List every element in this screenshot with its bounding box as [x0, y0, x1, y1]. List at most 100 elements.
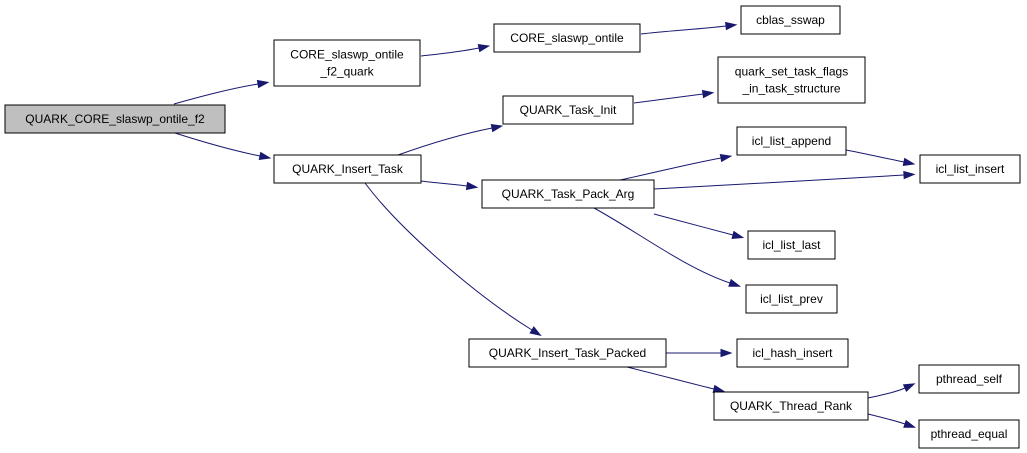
node-box [273, 39, 421, 87]
node-label: QUARK_Insert_Task [292, 162, 404, 176]
node-set-flags[interactable]: quark_set_task_flags _in_task_structure [717, 56, 866, 104]
edge-insert_task-to-pack_arg [420, 180, 479, 191]
edge-line [593, 207, 731, 284]
node-box [745, 284, 838, 314]
arrowhead-icon [903, 170, 916, 180]
arrowhead-icon [902, 383, 916, 393]
node-label: CORE_slaswp_ontile [510, 31, 624, 45]
node-list-prev[interactable]: icl_list_prev [745, 284, 838, 314]
node-box [919, 154, 1021, 184]
edge-thread_rank-to-pthread_equal [867, 413, 916, 428]
node-label: QUARK_Task_Init [520, 103, 617, 117]
node-box [273, 154, 422, 184]
node-label: _f2_quark [319, 65, 374, 79]
node-cblas[interactable]: cblas_sswap [740, 5, 841, 35]
node-insert-task[interactable]: QUARK_Insert_Task [273, 154, 422, 184]
node-box [918, 419, 1020, 449]
node-box [918, 364, 1020, 394]
node-hash-insert[interactable]: icl_hash_insert [736, 338, 849, 368]
edge-line [397, 127, 493, 156]
edge-thread_rank-to-pthread_self [867, 383, 916, 399]
node-core-ontile[interactable]: CORE_slaswp_ontile [493, 23, 641, 53]
edge-line [867, 413, 906, 425]
node-label: icl_list_append [752, 134, 831, 148]
edge-insert_task-to-insert_packed [364, 182, 542, 337]
node-list-append[interactable]: icl_list_append [736, 126, 847, 156]
edge-core_ontile-to-cblas [640, 21, 738, 35]
edge-line [845, 149, 905, 163]
edge-pack_arg-to-list_last [653, 213, 745, 239]
node-box [4, 104, 226, 134]
arrowhead-icon [256, 79, 270, 89]
node-label: icl_list_last [762, 238, 821, 252]
arrowhead-icon [701, 89, 715, 99]
edge-line [626, 366, 715, 390]
node-pthread-self[interactable]: pthread_self [918, 364, 1020, 394]
edge-line [420, 47, 480, 57]
node-pthread-equal[interactable]: pthread_equal [918, 419, 1020, 449]
edge-line [633, 93, 704, 104]
node-label: icl_hash_insert [752, 346, 833, 360]
edge-insert_packed-to-thread_rank [626, 366, 726, 393]
edge-pack_arg-to-list_prev [593, 207, 741, 287]
edge-line [420, 180, 468, 187]
arrowhead-icon [465, 181, 479, 191]
node-label: QUARK_Task_Pack_Arg [502, 187, 635, 201]
edge-pack_arg-to-list_append [619, 153, 733, 181]
edge-insert_task-to-task_init [397, 124, 504, 156]
node-box [468, 338, 667, 368]
edge-line [173, 83, 259, 105]
arrowhead-icon [725, 21, 738, 31]
arrowhead-icon [903, 419, 916, 428]
node-box [736, 338, 849, 368]
edge-core_f2-to-core_ontile [420, 44, 491, 57]
node-box [713, 391, 869, 421]
node-insert-packed[interactable]: QUARK_Insert_Task_Packed [468, 338, 667, 368]
edge-pack_arg-to-list_insert [653, 170, 916, 190]
arrowhead-icon [731, 230, 745, 239]
node-label: quark_set_task_flags [735, 65, 848, 79]
edge-list_append-to-list_insert [845, 149, 916, 166]
node-label: QUARK_CORE_slaswp_ontile_f2 [25, 112, 205, 126]
node-core-f2[interactable]: CORE_slaswp_ontile _f2_quark [273, 39, 421, 87]
arrowhead-icon [490, 124, 504, 133]
node-box [717, 56, 866, 104]
edge-line [619, 157, 722, 181]
node-list-last[interactable]: icl_list_last [747, 230, 836, 260]
node-box [747, 230, 836, 260]
edge-insert_packed-to-hash_insert [666, 348, 733, 358]
node-label: icl_list_insert [936, 162, 1005, 176]
node-box [736, 126, 847, 156]
nodes-layer: QUARK_CORE_slaswp_ontile_f2 CORE_slaswp_o… [4, 5, 1021, 449]
arrowhead-icon [529, 326, 542, 337]
node-label: _in_task_structure [741, 82, 840, 96]
arrowhead-icon [719, 153, 733, 163]
node-list-insert[interactable]: icl_list_insert [919, 154, 1021, 184]
edge-line [364, 182, 533, 331]
node-label: cblas_sswap [756, 13, 825, 27]
node-label: QUARK_Insert_Task_Packed [489, 346, 646, 360]
edge-line [174, 132, 261, 157]
node-pack-arg[interactable]: QUARK_Task_Pack_Arg [481, 179, 655, 209]
edge-root-to-core_f2 [173, 79, 270, 105]
edge-line [640, 25, 727, 35]
edge-line [653, 174, 905, 190]
arrowhead-icon [728, 278, 741, 287]
arrowhead-icon [902, 157, 916, 166]
node-box [481, 179, 655, 209]
node-task-init[interactable]: QUARK_Task_Init [502, 95, 634, 125]
node-box [502, 95, 634, 125]
arrowhead-icon [258, 151, 272, 160]
node-box [740, 5, 841, 35]
arrowhead-icon [477, 44, 491, 53]
arrowhead-icon [720, 348, 733, 358]
node-root[interactable]: QUARK_CORE_slaswp_ontile_f2 [4, 104, 226, 134]
node-label: CORE_slaswp_ontile [290, 48, 404, 62]
node-thread-rank[interactable]: QUARK_Thread_Rank [713, 391, 869, 421]
node-box [493, 23, 641, 53]
node-label: icl_list_prev [760, 292, 823, 306]
edge-task_init-to-set_flags [633, 89, 715, 104]
edge-line [867, 387, 906, 399]
node-label: pthread_self [936, 372, 1003, 386]
